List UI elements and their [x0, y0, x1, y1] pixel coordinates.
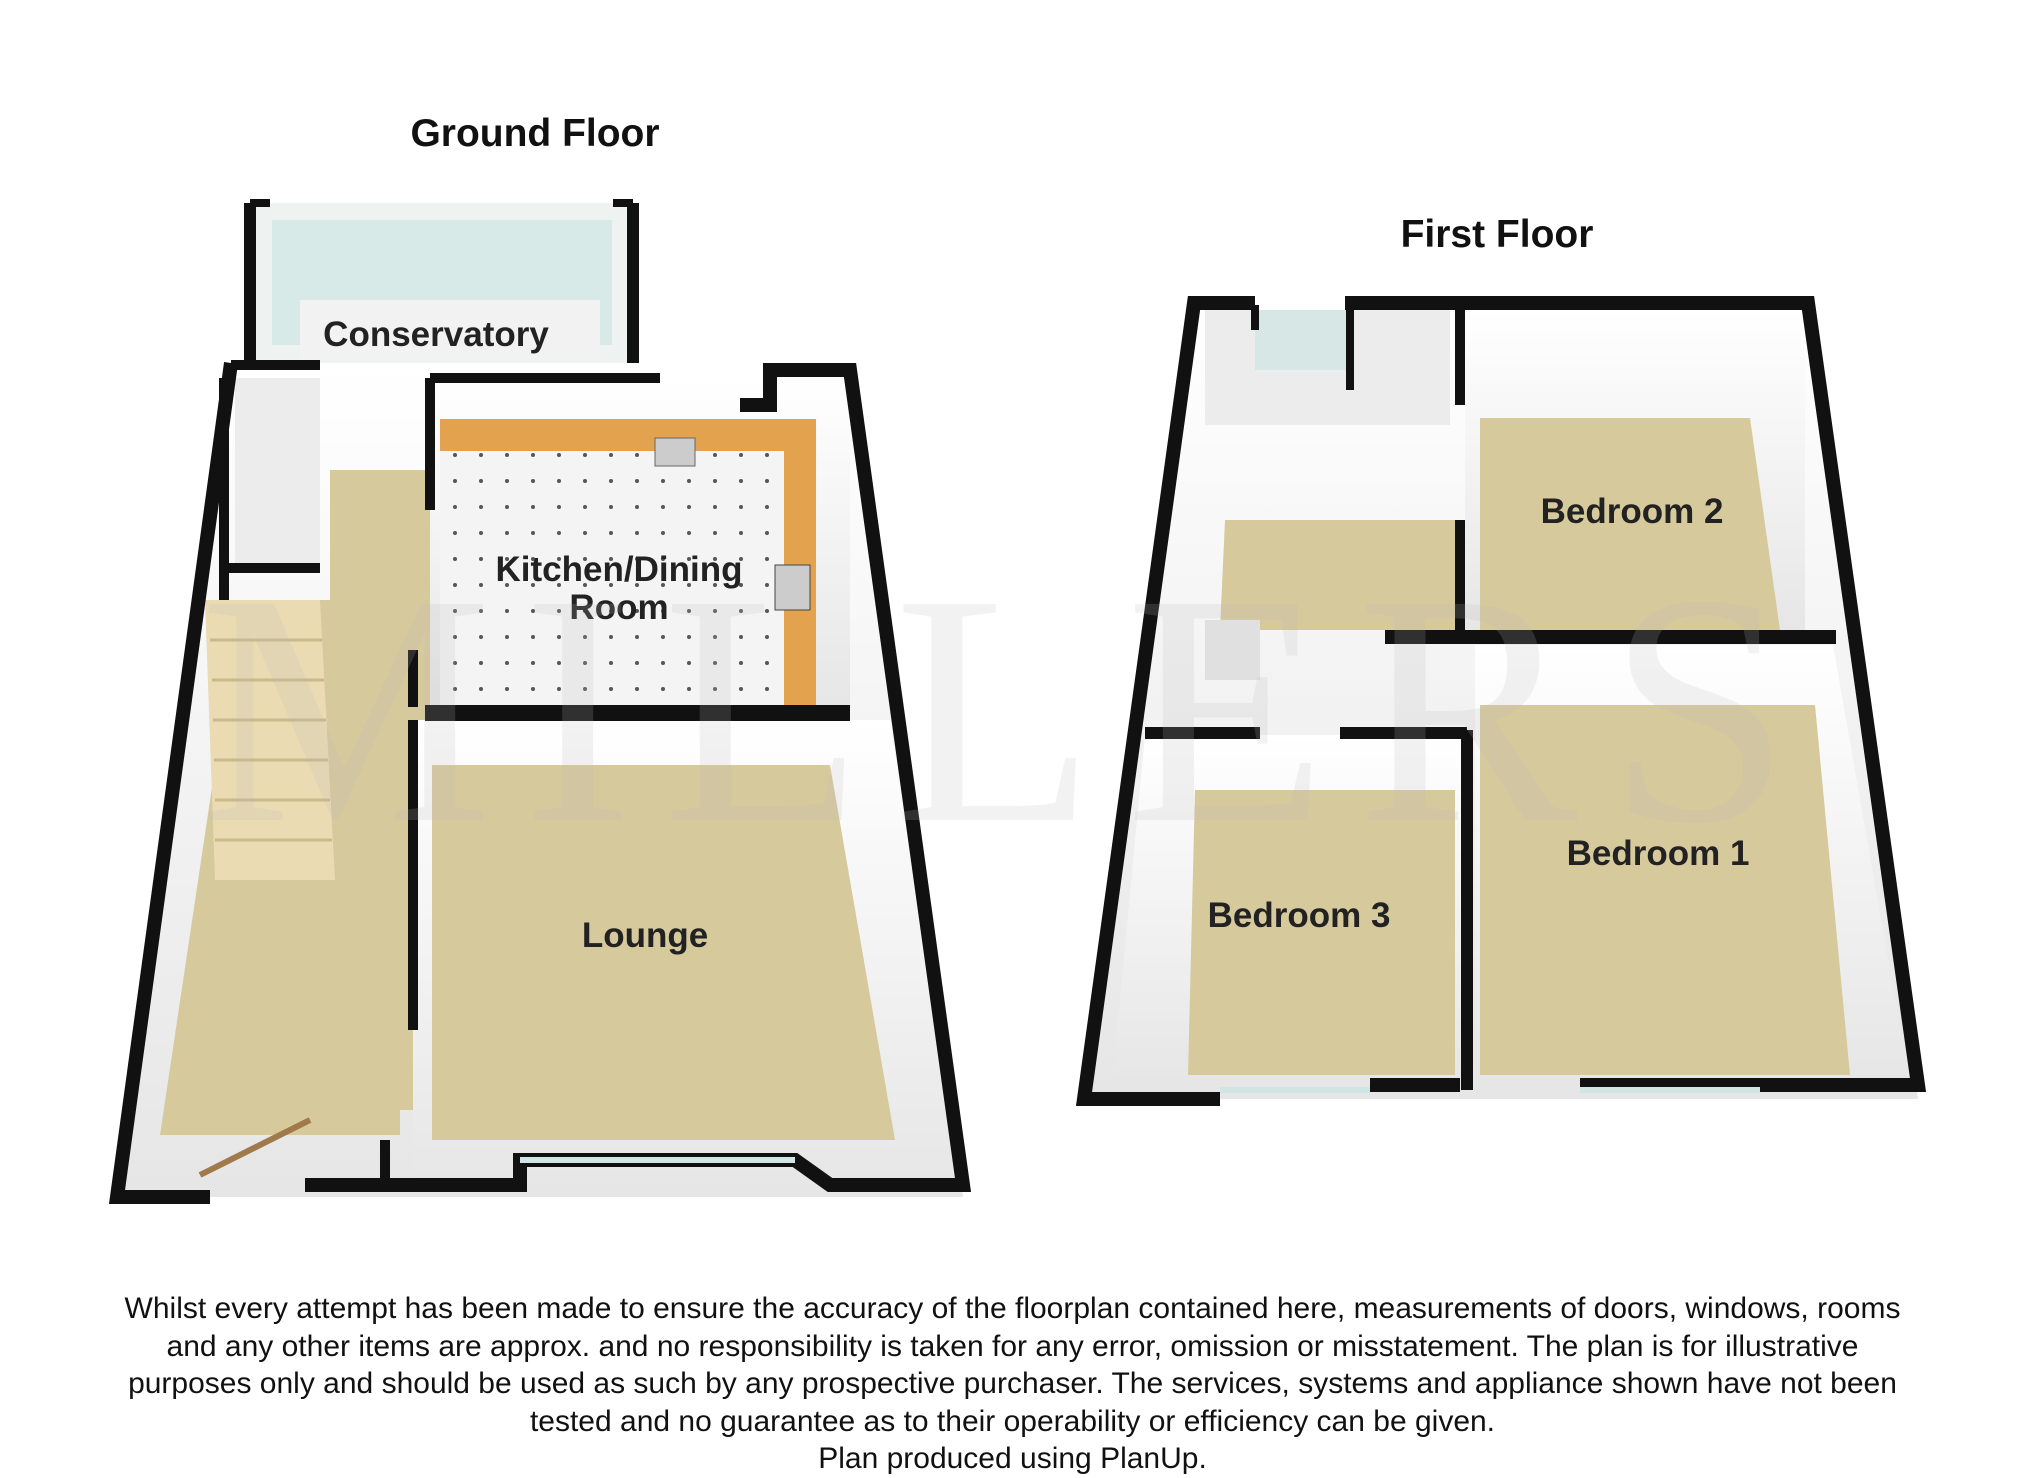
disclaimer: Whilst every attempt has been made to en…: [0, 1290, 2025, 1478]
disclaimer-line: Whilst every attempt has been made to en…: [124, 1292, 1901, 1325]
bedroom-2: Bedroom 2: [1465, 310, 1805, 635]
conservatory: Conservatory: [244, 199, 639, 363]
room-label-kitchen-room: Room: [569, 588, 668, 627]
first-floor: First Floor Bedroom 2 Bedroom 1 Bedroom …: [1075, 213, 1927, 1106]
hob: [774, 564, 811, 611]
ground-floor-walls: [108, 360, 972, 1204]
planup-credit: Plan produced using PlanUp.: [818, 1442, 1207, 1475]
disclaimer-line: and any other items are approx. and no r…: [166, 1329, 1859, 1363]
ground-floor-title: Ground Floor: [410, 112, 659, 155]
ground-floor: Ground Floor Conservatory Kitchen/: [108, 112, 972, 1204]
room-label-kitchen: Kitchen/Dining: [496, 550, 743, 589]
bedroom-1: Bedroom 1: [1475, 645, 1910, 1085]
landing: [1220, 520, 1455, 630]
room-label-lounge: Lounge: [582, 916, 708, 955]
wc: [235, 378, 320, 568]
room-label-bedroom-1: Bedroom 1: [1567, 834, 1750, 873]
disclaimer-line: tested and no guarantee as to their oper…: [529, 1404, 1496, 1438]
room-label-conservatory: Conservatory: [323, 315, 549, 354]
millers-watermark: MILLERS: [199, 527, 1821, 892]
sink: [654, 437, 696, 467]
kitchen-dining-room: Kitchen/Dining Room: [430, 378, 850, 707]
first-floor-title: First Floor: [1401, 213, 1594, 256]
first-floor-walls: [1075, 296, 1927, 1106]
front-door: [198, 1117, 312, 1178]
stair-rail: [1205, 620, 1260, 680]
disclaimer-line: purposes only and should be used as such…: [128, 1367, 1897, 1400]
lounge: Lounge: [413, 720, 963, 1197]
room-label-bedroom-3: Bedroom 3: [1208, 896, 1391, 935]
staircase: [205, 600, 335, 880]
bedroom-3: Bedroom 3: [1112, 735, 1465, 1085]
room-label-bedroom-2: Bedroom 2: [1541, 492, 1724, 531]
